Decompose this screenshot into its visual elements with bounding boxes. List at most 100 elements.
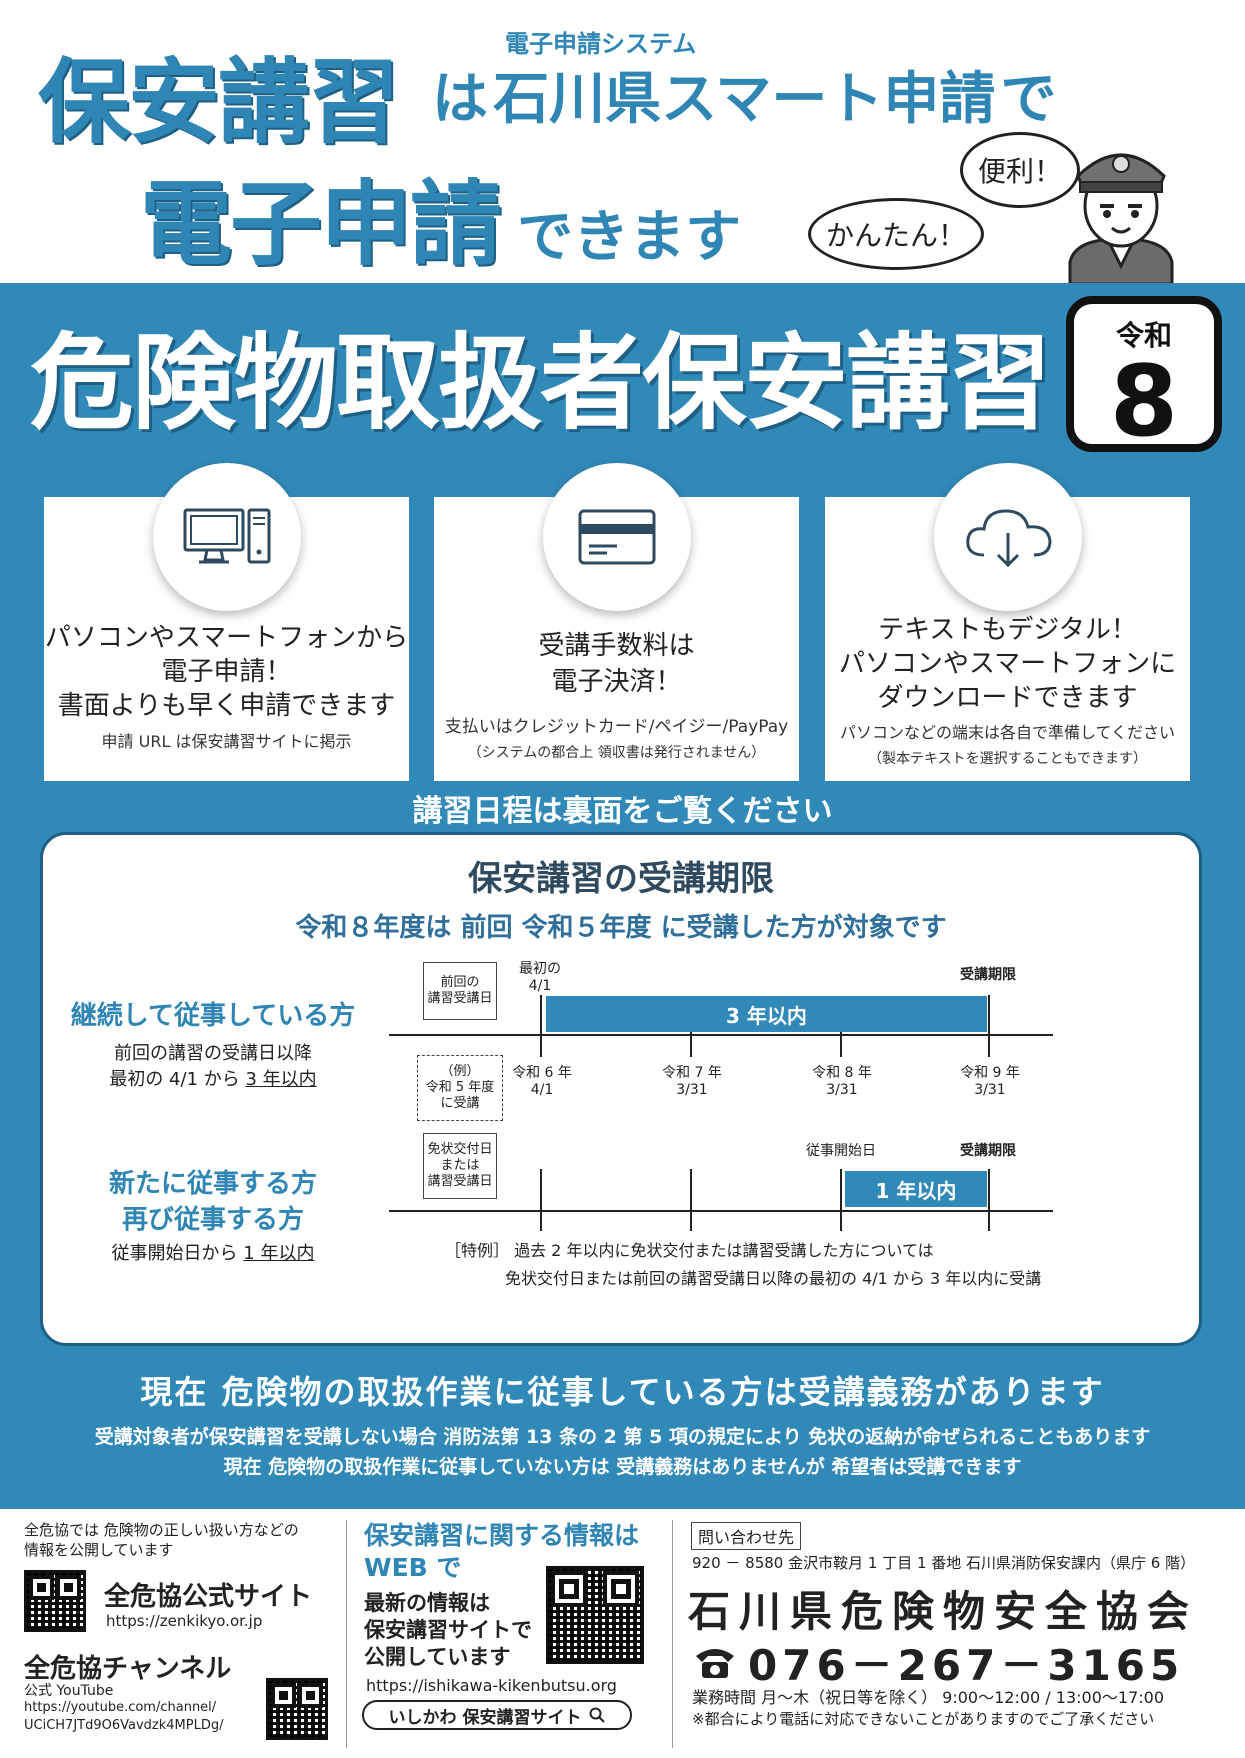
header-line-2: 電子申請 できます [140,150,741,283]
row1-previous-course-tag: 前回の 講習受講日 [423,962,497,1020]
row2-axis [389,1210,1053,1212]
feature-1-line-1: パソコンやスマートフォンから [44,623,409,653]
reiwa-year-number: 8 [1109,345,1179,459]
main-title: 危険物取扱者保安講習 [30,322,1052,444]
period-box: 保安講習の受講期限 令和８年度は 前回 令和５年度 に受講した方が対象です 継続… [40,832,1202,1346]
reiwa-year-badge: 令和 8 [1066,296,1222,452]
duty-note-1: 受講対象者が保安講習を受講しない場合 消防法第 13 条の 2 第 5 項の規定… [94,1426,1151,1448]
cloud-download-icon [933,463,1082,611]
row1-desc-limit: 3 年以内 [245,1069,317,1090]
footer-divider-1 [346,1520,347,1748]
period-subtitle: 令和８年度は 前回 令和５年度 に受講した方が対象です [295,913,947,943]
row1-heading: 継続して従事している方 [70,1001,356,1031]
row2-desc-prefix: 従事開始日から [111,1243,244,1264]
feature-1-line-3: 書面よりも早く申請できます [57,691,396,721]
feature-card-electronic-payment: 受講手数料は 電子決済！ 支払いはクレジットカード/ペイジー/PayPay （シ… [434,463,799,781]
web-info-body: 最新の情報は 保安講習サイトで 公開しています [364,1591,532,1669]
feature-card-digital-text: テキストもデジタル！ パソコンやスマートフォンに ダウンロードできます パソコン… [825,463,1190,781]
youtube-qr-code[interactable] [266,1678,328,1740]
row1-desc-prefix: 最初の 4/1 から [109,1069,246,1090]
credit-card-icon [542,463,691,611]
headline-particle-ha: は [432,67,488,132]
youtube-url-line-2[interactable]: UCiCH7JTd9O6Vavdzk4MPLDg/ [24,1718,224,1733]
site-search-button[interactable]: いしかわ 保安講習サイト [362,1700,632,1730]
speech-bubble-easy: かんたん！ [808,198,984,270]
feature-3-line-2: パソコンやスマートフォンに [838,649,1177,679]
row2-desc: 従事開始日から 1 年以内 [63,1241,363,1267]
feature-3-line-3: ダウンロードできます [877,683,1138,713]
zenkikyo-channel-name: 全危協チャンネル [24,1654,232,1684]
row1-desc-line-2: 最初の 4/1 から 3 年以内 [63,1067,363,1093]
site-search-label: いしかわ 保安講習サイト [388,1707,582,1728]
row1-tick-label-1: 令和 6 年 4/1 [512,1065,572,1098]
row1-tick-label-3: 令和 8 年 3/31 [812,1065,872,1098]
feature-2-line-2: 電子決済！ [551,667,682,697]
headline-denshi-shinsei: 電子申請 [140,171,502,278]
association-name: 石川県危険物安全協会 [688,1587,1199,1636]
footer-divider-2 [672,1520,673,1748]
row2-start-label: 従事開始日 [806,1143,876,1159]
hoan-koshu-site-url[interactable]: https://ishikawa-kikenbutsu.org [366,1676,617,1695]
header: 保安講習 電子申請システム は 石川県スマート申請 で 電子申請 できます 便利… [0,0,1245,284]
system-note: 電子申請システム [505,30,697,58]
row2-one-year-bar: 1 年以内 [845,1171,987,1207]
special-case-line-2: 免状交付日または前回の講習受講日以降の最初の 4/1 から 3 年以内に受講 [505,1269,1042,1288]
row1-three-year-bar: 3 年以内 [546,996,987,1032]
feature-1-note: 申請 URL は保安講習サイトに掲示 [101,732,352,751]
row2-tick-2 [690,1169,692,1231]
headline-smart-shinsei: 石川県スマート申請 [493,67,996,132]
inquiry-label: 問い合わせ先 [691,1522,802,1550]
row2-deadline-label: 受講期限 [960,1143,1016,1159]
row1-tick-2 [690,1013,692,1057]
telephone-icon [696,1648,734,1678]
web-info-heading: 保安講習に関する情報は WEB で [364,1521,640,1582]
row2-heading-line-2: 再び従事する方 [121,1205,304,1235]
computer-icon [152,463,301,611]
feature-2-line-1: 受講手数料は [538,631,695,661]
feature-1-line-2: 電子申請！ [161,657,292,687]
row1-example-tag: （例） 令和 5 年度 に受講 [417,1055,503,1121]
youtube-url-line-1[interactable]: https://youtube.com/channel/ [24,1700,217,1715]
search-icon [589,1707,606,1723]
row2-tick-3 [840,1169,842,1231]
row1-tick-label-4: 令和 9 年 3/31 [960,1065,1020,1098]
headline-hoan-koshu: 保安講習 [38,49,400,156]
business-hours-note: ※都合により電話に対応できないことがありますのでご了承ください [692,1710,1155,1728]
row1-first-april-label: 最初の 4/1 [519,961,561,994]
period-title: 保安講習の受講期限 [468,859,774,899]
inquiry-address: 920 － 8580 金沢市鞍月 1 丁目 1 番地 石川県消防保安課内（県庁 … [692,1554,1196,1572]
row2-license-tag: 免状交付日 または 講習受講日 [423,1133,497,1199]
phone-number-row[interactable]: 076－267－3165 [694,1632,1184,1693]
row1-tick-3 [840,1013,842,1057]
feature-3-note-2: （製本テキストを選択することもできます） [867,751,1148,767]
feature-2-note-1: 支払いはクレジットカード/ペイジー/PayPay [444,717,789,737]
feature-2-note-2: （システムの都合上 領収書は発行されません） [467,745,766,761]
footer-intro: 全危協では 危険物の正しい扱い方などの 情報を公開しています [24,1521,299,1559]
headline-particle-de: で [1000,67,1057,132]
row2-desc-limit: 1 年以内 [243,1243,315,1264]
duty-note-2: 現在 危険物の取扱作業に従事していない方は 受講義務はありませんが 希望者は受講… [223,1456,1022,1478]
hoan-koshu-site-qr-code[interactable] [546,1566,644,1664]
header-line-1: 保安講習 [38,28,400,161]
headline-dekimasu: できます [517,205,742,270]
phone-number[interactable]: 076－267－3165 [748,1641,1185,1690]
special-case-line-1: ［特例］ 過去 2 年以内に免状交付または講習受講した方については [445,1241,934,1260]
row1-axis [389,1034,1053,1036]
row1-desc-line-1: 前回の講習の受講日以降 [114,1043,312,1064]
row2-tick-4 [988,1169,990,1231]
header-line-1-rest: は 石川県スマート申請 で [432,54,1057,135]
officer-illustration [1068,153,1174,284]
zenkikyo-site-qr-code[interactable] [24,1570,86,1632]
row1-deadline-label: 受講期限 [960,967,1016,983]
feature-3-line-1: テキストもデジタル！ [878,615,1137,645]
zenkikyo-site-url[interactable]: https://zenkikyo.or.jp [106,1612,263,1630]
zenkikyo-site-name: 全危協公式サイト [104,1582,313,1612]
row1-tick-1 [540,995,542,1057]
schedule-note: 講習日程は裏面をご覧ください [412,794,833,829]
row2-tick-1 [540,1169,542,1231]
row1-tick-label-2: 令和 7 年 3/31 [662,1065,722,1098]
speech-bubble-convenient: 便利！ [960,132,1080,208]
row1-tick-4 [988,995,990,1057]
youtube-label: 公式 YouTube [24,1683,114,1699]
feature-3-note-1: パソコンなどの端末は各自で準備してください [839,723,1176,742]
